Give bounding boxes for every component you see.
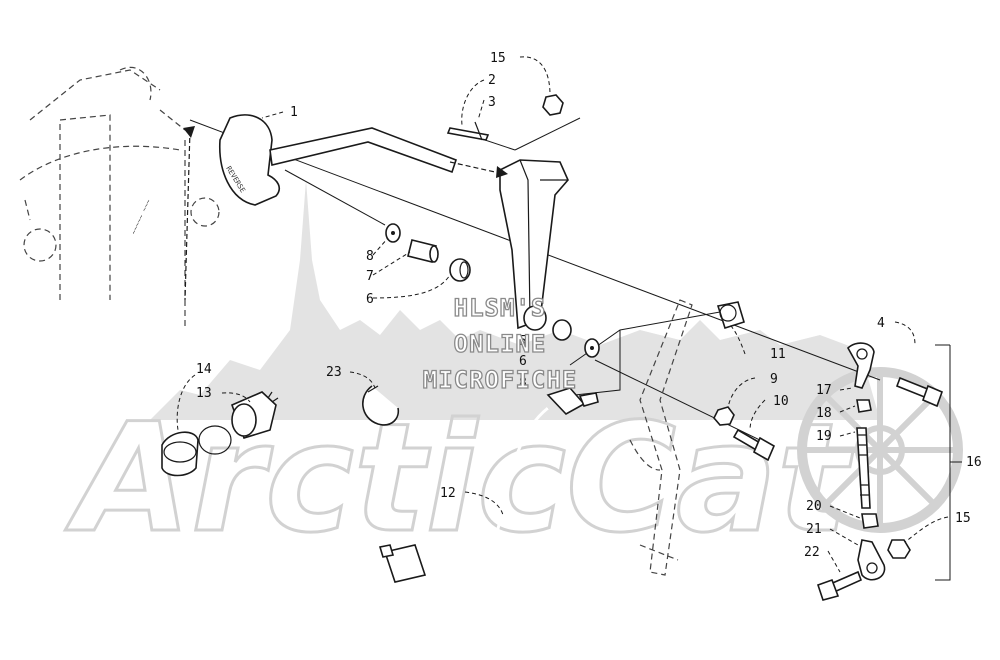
right-arrow-icon [496,166,508,178]
nut-15-bottom-part [887,539,911,559]
bolt-4-part [895,376,944,408]
switch-13-part [198,391,279,455]
rod-end-17-part [847,342,875,389]
bolt-22-part [816,570,863,601]
callout-16: 16 [966,455,982,470]
callout-17: 17 [816,383,832,398]
frame-decal: ~~~~~ ~~~ [130,198,153,236]
rod-19-part [856,427,871,509]
bushing-6-part [449,258,471,282]
callout-2: 2 [488,73,496,88]
clamp-23-part [362,385,400,426]
nut-20-part [861,513,879,529]
callout-5: 5 [519,334,527,349]
callout-15-bottom: 15 [955,511,971,526]
callout-7: 7 [366,269,374,284]
callout-15-top: 15 [490,51,506,66]
callout-20: 20 [806,499,822,514]
washer-8b-part [584,338,600,358]
callout-13: 13 [196,386,212,401]
leader-lines [176,56,949,573]
rod-end-21-part [857,539,886,581]
ring-14-part [161,431,199,477]
pin-part [446,121,490,141]
center-watermark: HLSM'S ONLINE MICROFICHE [422,293,578,394]
bushing-11-part [716,301,745,330]
callout-14: 14 [196,362,212,377]
arrow-indicators [183,126,508,301]
bracket-arm-part [499,159,569,330]
linkage-plate-phantom [629,299,693,576]
nut-15-top-part [542,94,564,116]
callout-3: 3 [488,95,496,110]
callout-12: 12 [440,486,456,501]
callout-9: 9 [770,372,778,387]
watermark-line-3: MICROFICHE [423,366,578,394]
callout-19: 19 [816,429,832,444]
reverse-lever-part: REVERSE [219,114,458,206]
up-arrow-icon [183,126,195,138]
city-skyline-watermark [150,180,880,420]
callout-6-right: 6 [519,354,527,369]
callout-8-right: 8 [519,376,527,391]
nut-18-part [856,399,872,413]
callout-22: 22 [804,545,820,560]
watermark-background: ArcticCat [64,180,963,568]
watermark-line-2: ONLINE [454,330,547,358]
brand-watermark: ArcticCat [65,392,854,566]
callout-1: 1 [290,105,298,120]
bushing-6b-part [552,319,572,341]
callout-23: 23 [326,365,342,380]
washer-8-part [385,223,401,243]
callout-11: 11 [770,347,786,362]
callout-6-center: 6 [366,292,374,307]
callout-18: 18 [816,406,832,421]
bolt-10-part [732,428,776,462]
nut-9-part [713,406,735,426]
watermark-line-1: HLSM'S [454,294,547,322]
wire-harness-12-part [378,406,549,583]
frame-phantom: ~~~~~ ~~~ [19,66,220,330]
bushing-5-part [523,305,547,331]
callout-10: 10 [773,394,789,409]
callout-21: 21 [806,522,822,537]
callout-labels: 1 2 3 4 5 6 6 7 8 8 9 10 11 12 13 14 15 … [196,51,982,560]
reverse-switch-part [546,387,599,416]
bushing-7-part [407,239,439,263]
callout-4: 4 [877,316,885,331]
callout-8-center: 8 [366,249,374,264]
